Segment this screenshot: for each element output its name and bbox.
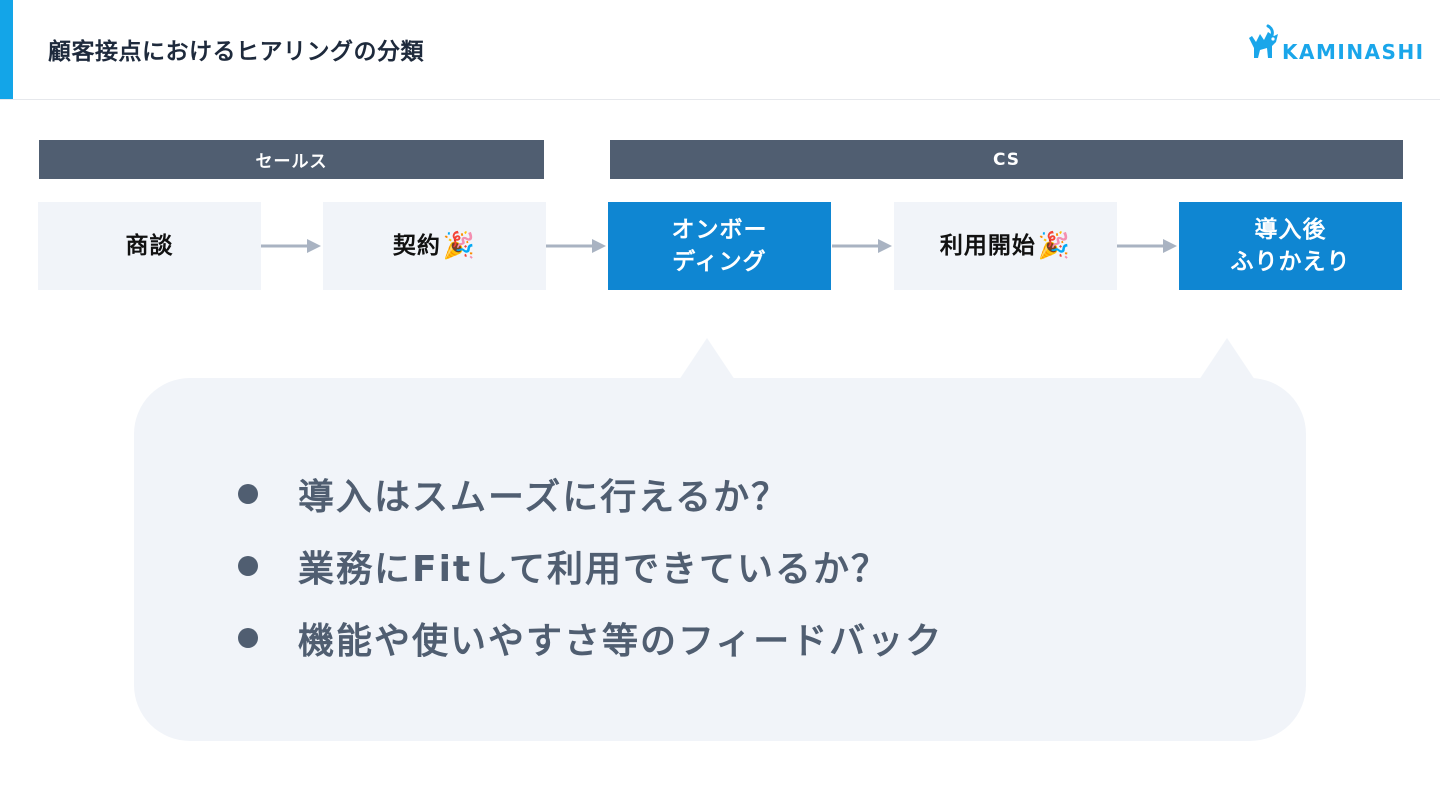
bullet-item: 導入はスムーズに行えるか？ [238,458,943,530]
arrow-right-icon [546,239,606,253]
party-popper-icon: 🎉 [442,231,477,261]
group-bar-sales: セールス [39,140,544,179]
speech-bubble [134,378,1306,741]
bullet-dot-icon [238,556,258,576]
bullet-item: 業務にFitして利用できているか？ [238,530,943,602]
bullet-text: 導入はスムーズに行えるか？ [298,477,790,518]
step-label: 契約 [392,233,441,259]
step-label: 商談 [125,233,174,259]
step-label: 利用開始 [939,233,1036,259]
bullet-list: 導入はスムーズに行えるか？ 業務にFitして利用できているか？ 機能や使いやすさ… [238,458,943,674]
bullet-dot-icon [238,628,258,648]
bullet-text: 業務にFitして利用できているか？ [298,549,890,590]
bullet-text: 機能や使いやすさ等のフィードバック [298,621,944,662]
party-popper-icon: 🎉 [1037,231,1072,261]
goat-logo-icon [1249,24,1278,58]
arrow-right-icon [1117,239,1177,253]
header-accent-bar [0,0,13,100]
bubble-pointer-onboarding [679,338,735,380]
group-bar-cs: CS [610,140,1403,179]
step-onboarding: オンボー ディング [608,202,831,290]
step-negotiation: 商談 [38,202,261,290]
step-usage-start: 利用開始🎉 [894,202,1117,290]
step-contract: 契約🎉 [323,202,546,290]
kaminashi-logo: KAMINASHI [1246,24,1423,68]
page-title: 顧客接点におけるヒアリングの分類 [48,39,424,65]
step-post-review: 導入後 ふりかえり [1179,202,1402,290]
logo-text: KAMINASHI [1282,40,1425,64]
bullet-item: 機能や使いやすさ等のフィードバック [238,602,943,674]
arrow-right-icon [261,239,321,253]
step-label: 導入後 ふりかえり [1230,217,1351,275]
arrow-right-icon [832,239,892,253]
header-divider [0,99,1440,100]
bullet-dot-icon [238,484,258,504]
step-label: オンボー ディング [671,217,768,275]
bubble-pointer-review [1199,338,1255,380]
